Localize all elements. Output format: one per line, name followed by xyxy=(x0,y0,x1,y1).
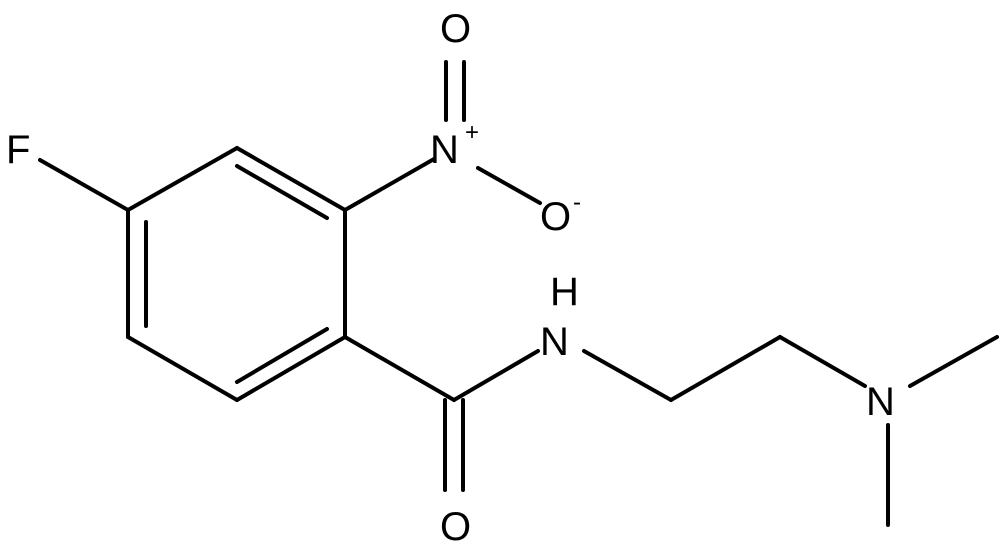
bond-ch2-ch2 xyxy=(669,335,782,402)
ring-bond-c1-c2 xyxy=(235,146,347,212)
atom-carbonyl-oxygen: O xyxy=(440,505,471,549)
nitro-minus-charge: - xyxy=(573,189,581,216)
atom-amine-nitrogen: N xyxy=(866,380,895,424)
ring-bond-c4-c5 xyxy=(126,335,239,402)
atom-nitro-oxygen-minus: O xyxy=(540,195,571,239)
bond-ch2-n-amine xyxy=(778,335,867,388)
ring-bond-c2-c3 xyxy=(126,146,239,212)
bond-c6-c-carbonyl xyxy=(343,335,456,402)
ring-bond-c5-c6 xyxy=(235,335,347,402)
ring-double-bond-c1-c2 xyxy=(235,164,329,220)
ring-double-bond-c5-c6 xyxy=(235,327,329,384)
atom-fluorine: F xyxy=(6,128,30,172)
bond-n-methyl-a xyxy=(908,335,999,388)
atom-amide-hydrogen: H xyxy=(550,270,579,314)
nitro-plus-charge: + xyxy=(465,119,479,146)
atom-amide-nitrogen: N xyxy=(540,320,569,364)
bond-c-carbonyl-n xyxy=(452,349,540,402)
bond-c1-n-nitro xyxy=(343,157,436,212)
atom-nitro-oxygen-top: O xyxy=(440,7,471,51)
atom-nitro-nitrogen: N xyxy=(430,128,459,172)
bond-c3-f xyxy=(38,158,130,212)
benzene-ring xyxy=(126,146,347,402)
bond-n-ch2-a xyxy=(582,349,673,402)
bond-n-o-single xyxy=(476,166,542,205)
